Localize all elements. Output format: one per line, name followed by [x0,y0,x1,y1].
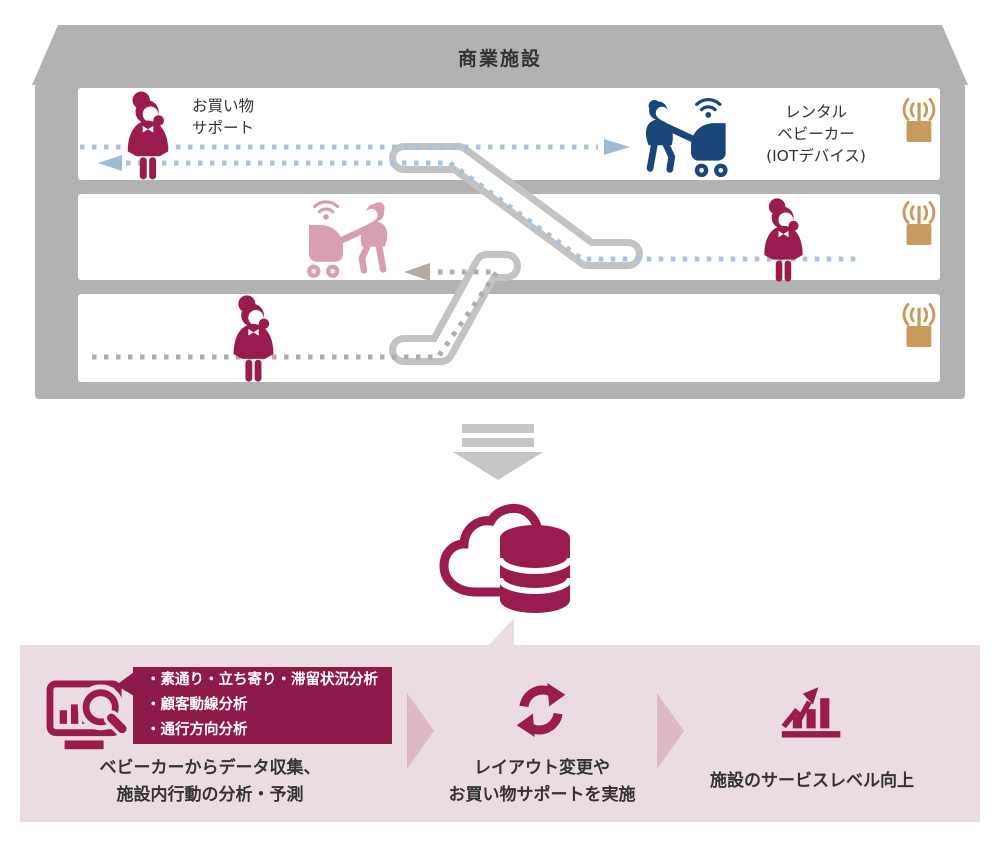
attendant-icon-floor2 [764,198,803,282]
monitor-analysis-icon [46,680,130,750]
floor-2 [78,194,940,280]
step2-caption: レイアウト変更や お買い物サポートを実施 [448,758,636,805]
growth-chart-icon [781,687,841,738]
stroller-path-dotted-blue-escalator [126,160,860,262]
mother-stroller-icon-navy [638,97,742,182]
stroller-path-dotted-gray [92,269,502,360]
escalator-lower-icon [389,251,521,365]
blue-arrowhead-left [98,155,122,171]
floor-3 [78,294,940,382]
database-icon [497,525,573,613]
router-icon-floor1 [902,98,936,144]
blue-arrowhead-right [604,139,630,155]
escalator-upper-icon [389,143,643,269]
step3-caption: 施設のサービスレベル向上 [710,771,914,791]
attendant-icon-floor3 [233,295,274,382]
router-icon-floor3 [902,303,936,349]
gray-arrowhead-left [404,263,430,281]
cloud-database-icon [439,503,573,613]
shopping-support-label: お買い物 サポート [192,97,255,137]
analysis-item: ・通行方向分析 [146,722,248,738]
band-pointer-notch [488,618,514,646]
router-icon-floor2 [902,201,936,247]
analysis-item: ・素通り・立ち寄り・滞留状況分析 [146,672,378,688]
mother-stroller-icon-pink [293,199,395,283]
attendant-icon-floor1 [127,91,169,180]
analysis-items-box: ・素通り・立ち寄り・滞留状況分析 ・顧客動線分析 ・通行方向分析 [133,667,392,744]
refresh-icon [516,683,566,737]
building-title: 商業施設 [457,48,542,70]
analysis-item: ・顧客動線分析 [146,697,248,713]
down-arrow-icon [453,424,543,480]
building-roof [32,25,968,85]
step1-caption: ベビーカーからデータ収集、 施設内行動の分析・予測 [99,758,321,805]
rental-stroller-label: レンタル ベビーカー (IOTデバイス) [766,103,866,165]
